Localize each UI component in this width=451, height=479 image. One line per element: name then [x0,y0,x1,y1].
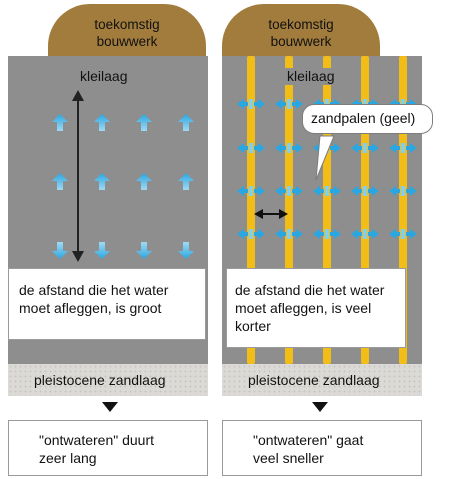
downward-water-arrow [136,242,152,259]
building-label-line1: toekomstig [94,17,160,32]
water-flow-grid-right [237,99,417,239]
info-box-right: de afstand die het water moet afleggen, … [226,268,406,348]
short-distance-double-arrow [254,209,288,219]
result-text-right-line2: veel sneller [253,450,324,466]
result-text-left-line1: "ontwateren" duurt [39,432,155,448]
downward-water-arrow [178,242,194,259]
callout-text: zandpalen (geel) [311,110,416,126]
down-triangle-left [102,402,118,412]
building-label-line2: bouwwerk [96,34,158,49]
clay-layer-label-right: kleilaag [285,68,337,85]
info-box-left: de afstand die het water moet afleggen, … [8,268,206,340]
sand-pile [399,56,407,364]
info-text-right-line2: moet afleggen, is veel [235,300,372,316]
info-text-left: de afstand die het water moet afleggen, … [19,282,169,316]
sand-pile [247,56,255,364]
downward-water-arrow [94,242,110,259]
future-building-mound-left: toekomstig bouwwerk [48,4,206,59]
result-text-left-line2: zeer lang [39,450,97,466]
water-flow-row-3 [237,186,417,196]
upward-water-arrow [52,114,68,131]
callout-tail [315,135,335,181]
building-label-line2: bouwwerk [270,34,332,49]
future-building-mound-right: toekomstig bouwwerk [222,4,380,59]
upward-water-arrow [94,114,110,131]
building-label-line1: toekomstig [268,17,334,32]
downward-water-arrow [52,242,68,259]
sand-pile [285,56,293,364]
water-flow-diagram-left [52,90,194,262]
sand-layer-label-left: pleistocene zandlaag [34,372,166,388]
upward-water-arrow [178,173,194,190]
upward-water-arrow [136,173,152,190]
water-flow-row-4 [237,229,417,239]
upward-water-arrow [52,173,68,190]
upward-water-arrow [178,114,194,131]
down-triangle-right [312,402,328,412]
info-text-right-line3: korter [235,318,271,334]
sand-pile [361,56,369,364]
pleistocene-sand-layer-right [222,364,422,396]
sand-piles-callout: zandpalen (geel) [302,104,433,134]
result-box-right: "ontwateren" gaat veel sneller [222,420,422,476]
long-distance-double-arrow [72,90,84,262]
upward-water-arrow [136,114,152,131]
upward-water-arrow [94,173,110,190]
sand-pile [323,56,331,364]
sand-layer-label-right: pleistocene zandlaag [248,372,380,388]
pleistocene-sand-layer-left [8,364,208,396]
result-box-left: "ontwateren" duurt zeer lang [8,420,208,476]
info-text-right-line1: de afstand die het water [235,282,385,298]
clay-layer-label-left: kleilaag [80,68,128,84]
result-text-right-line1: "ontwateren" gaat [253,432,364,448]
